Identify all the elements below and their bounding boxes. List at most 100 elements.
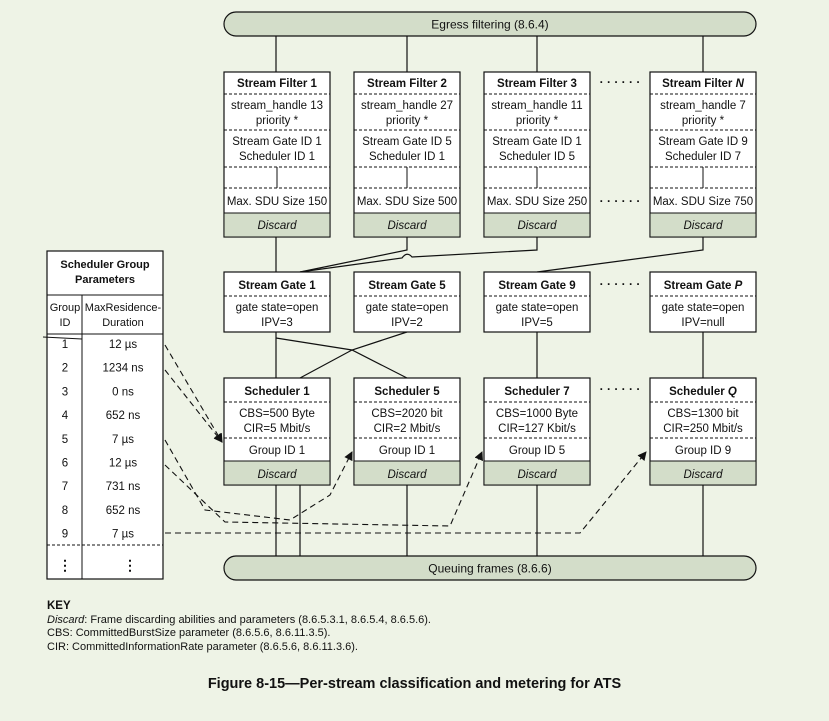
discard-cell <box>353 212 461 238</box>
stream-gate-title-index: P <box>735 280 743 292</box>
key-cbs: CBS: CommittedBurstSize parameter (8.6.5… <box>47 627 331 639</box>
group-id-cell: 3 <box>62 386 68 398</box>
gate-state: gate state=open <box>496 302 579 314</box>
stream-filter-title-text: Stream Filter 3 <box>497 78 577 90</box>
col-header-group-line1: Group <box>50 302 81 314</box>
egress-bar: Egress filtering (8.6.4) <box>223 11 757 37</box>
stream-gate-box <box>483 271 591 333</box>
cbs: CBS=1000 Byte <box>496 408 578 420</box>
stream-filter-title-text: Stream Filter 2 <box>367 78 447 90</box>
stream-gate-title-text: Stream Gate <box>664 280 735 292</box>
col-header-duration-line2: Duration <box>102 317 144 329</box>
cir: CIR=2 Mbit/s <box>374 423 441 435</box>
stream-gate-id: Stream Gate ID 5 <box>362 136 451 148</box>
gate-state: gate state=open <box>236 302 319 314</box>
discard-cell <box>483 460 591 486</box>
scheduler-title: Scheduler 5 <box>374 386 440 398</box>
stream-filter-title: Stream Filter 2 <box>367 78 447 90</box>
figure-caption: Figure 8-15—Per-stream classification an… <box>207 676 622 692</box>
scheduler-id: Scheduler ID 1 <box>369 151 445 163</box>
scheduler-title-text: Scheduler 5 <box>374 386 440 398</box>
group-id-cell: 4 <box>62 410 69 422</box>
key-title: KEY <box>47 600 71 612</box>
stream-filter-title-text: Stream Filter 1 <box>237 78 317 90</box>
key-discard: Discard: Frame discarding abilities and … <box>47 614 431 628</box>
discard-label: Discard <box>684 220 724 232</box>
group-id: Group ID 1 <box>379 445 435 457</box>
group-id-cell: 2 <box>62 363 68 375</box>
group-reference-arrows <box>164 344 647 534</box>
max-sdu-size: Max. SDU Size 500 <box>357 196 457 208</box>
stream-gate-id: Stream Gate ID 1 <box>492 136 581 148</box>
group-id-cell: 5 <box>62 434 68 446</box>
max-residence-duration-cell: 1234 ns <box>103 363 144 375</box>
group-id: Group ID 5 <box>509 445 565 457</box>
max-residence-duration-cell: 12 µs <box>109 458 138 470</box>
scheduler-group-table: Scheduler Group Parameters Group ID MaxR… <box>42 250 164 580</box>
cbs: CBS=1300 bit <box>667 408 739 420</box>
priority: priority * <box>682 115 725 127</box>
ipv: IPV=2 <box>391 317 423 329</box>
max-residence-duration-cell: 7 µs <box>112 434 134 446</box>
stream-gate-box <box>353 271 461 333</box>
stream-filter-box <box>649 71 757 238</box>
gate-state: gate state=open <box>366 302 449 314</box>
stream-handle: stream_handle 27 <box>361 100 453 112</box>
scheduler-id: Scheduler ID 1 <box>239 151 315 163</box>
column-ellipses: · · · · · · · · · · · · · · · · · · · · … <box>600 75 641 396</box>
stream-filter-title: Stream Filter 1 <box>237 78 317 90</box>
stream-gate-title-text: Stream Gate 1 <box>238 280 316 292</box>
discard-label: Discard <box>388 469 428 481</box>
scheduler-title-text: Scheduler 1 <box>244 386 310 398</box>
col-header-group-line2: ID <box>60 317 71 329</box>
ellipsis-filters-title: · · · · · · <box>600 75 641 89</box>
ellipsis-filters-sdu: · · · · · · <box>600 194 641 208</box>
discard-cell <box>353 460 461 486</box>
scheduler-title: Scheduler 1 <box>244 386 310 398</box>
ipv: IPV=5 <box>521 317 553 329</box>
cbs: CBS=2020 bit <box>371 408 443 420</box>
stream-handle: stream_handle 13 <box>231 100 323 112</box>
stream-filter-title: Stream Filter 3 <box>497 78 577 90</box>
stream-gate-id: Stream Gate ID 9 <box>658 136 747 148</box>
gate-state: gate state=open <box>662 302 745 314</box>
stream-gate-title: Stream Gate 1 <box>238 280 316 292</box>
stream-filter-title-index: N <box>736 78 745 90</box>
cir: CIR=127 Kbit/s <box>498 423 576 435</box>
cir: CIR=250 Mbit/s <box>663 423 743 435</box>
max-sdu-size: Max. SDU Size 750 <box>653 196 753 208</box>
stream-gate-title: Stream Gate 9 <box>498 280 575 292</box>
discard-label: Discard <box>684 469 724 481</box>
egress-label: Egress filtering (8.6.4) <box>431 18 548 32</box>
discard-label: Discard <box>258 220 298 232</box>
ipv: IPV=null <box>681 317 724 329</box>
key-discard-term: Discard <box>47 613 85 626</box>
group-id-cell: 7 <box>62 481 68 493</box>
stream-gate-title-text: Stream Gate 5 <box>368 280 446 292</box>
discard-label: Discard <box>518 469 558 481</box>
max-residence-duration-cell: 7 µs <box>112 529 134 541</box>
stream-filter-title-text: Stream Filter <box>662 78 736 90</box>
stream-gate-id: Stream Gate ID 1 <box>232 136 321 148</box>
max-residence-duration-cell: 731 ns <box>106 481 141 493</box>
priority: priority * <box>516 115 559 127</box>
stream-gate-title-text: Stream Gate 9 <box>498 280 575 292</box>
group-id: Group ID 9 <box>675 445 731 457</box>
stream-gate-title: Stream Gate P <box>664 280 743 292</box>
cir: CIR=5 Mbit/s <box>244 423 311 435</box>
discard-label: Discard <box>258 469 298 481</box>
